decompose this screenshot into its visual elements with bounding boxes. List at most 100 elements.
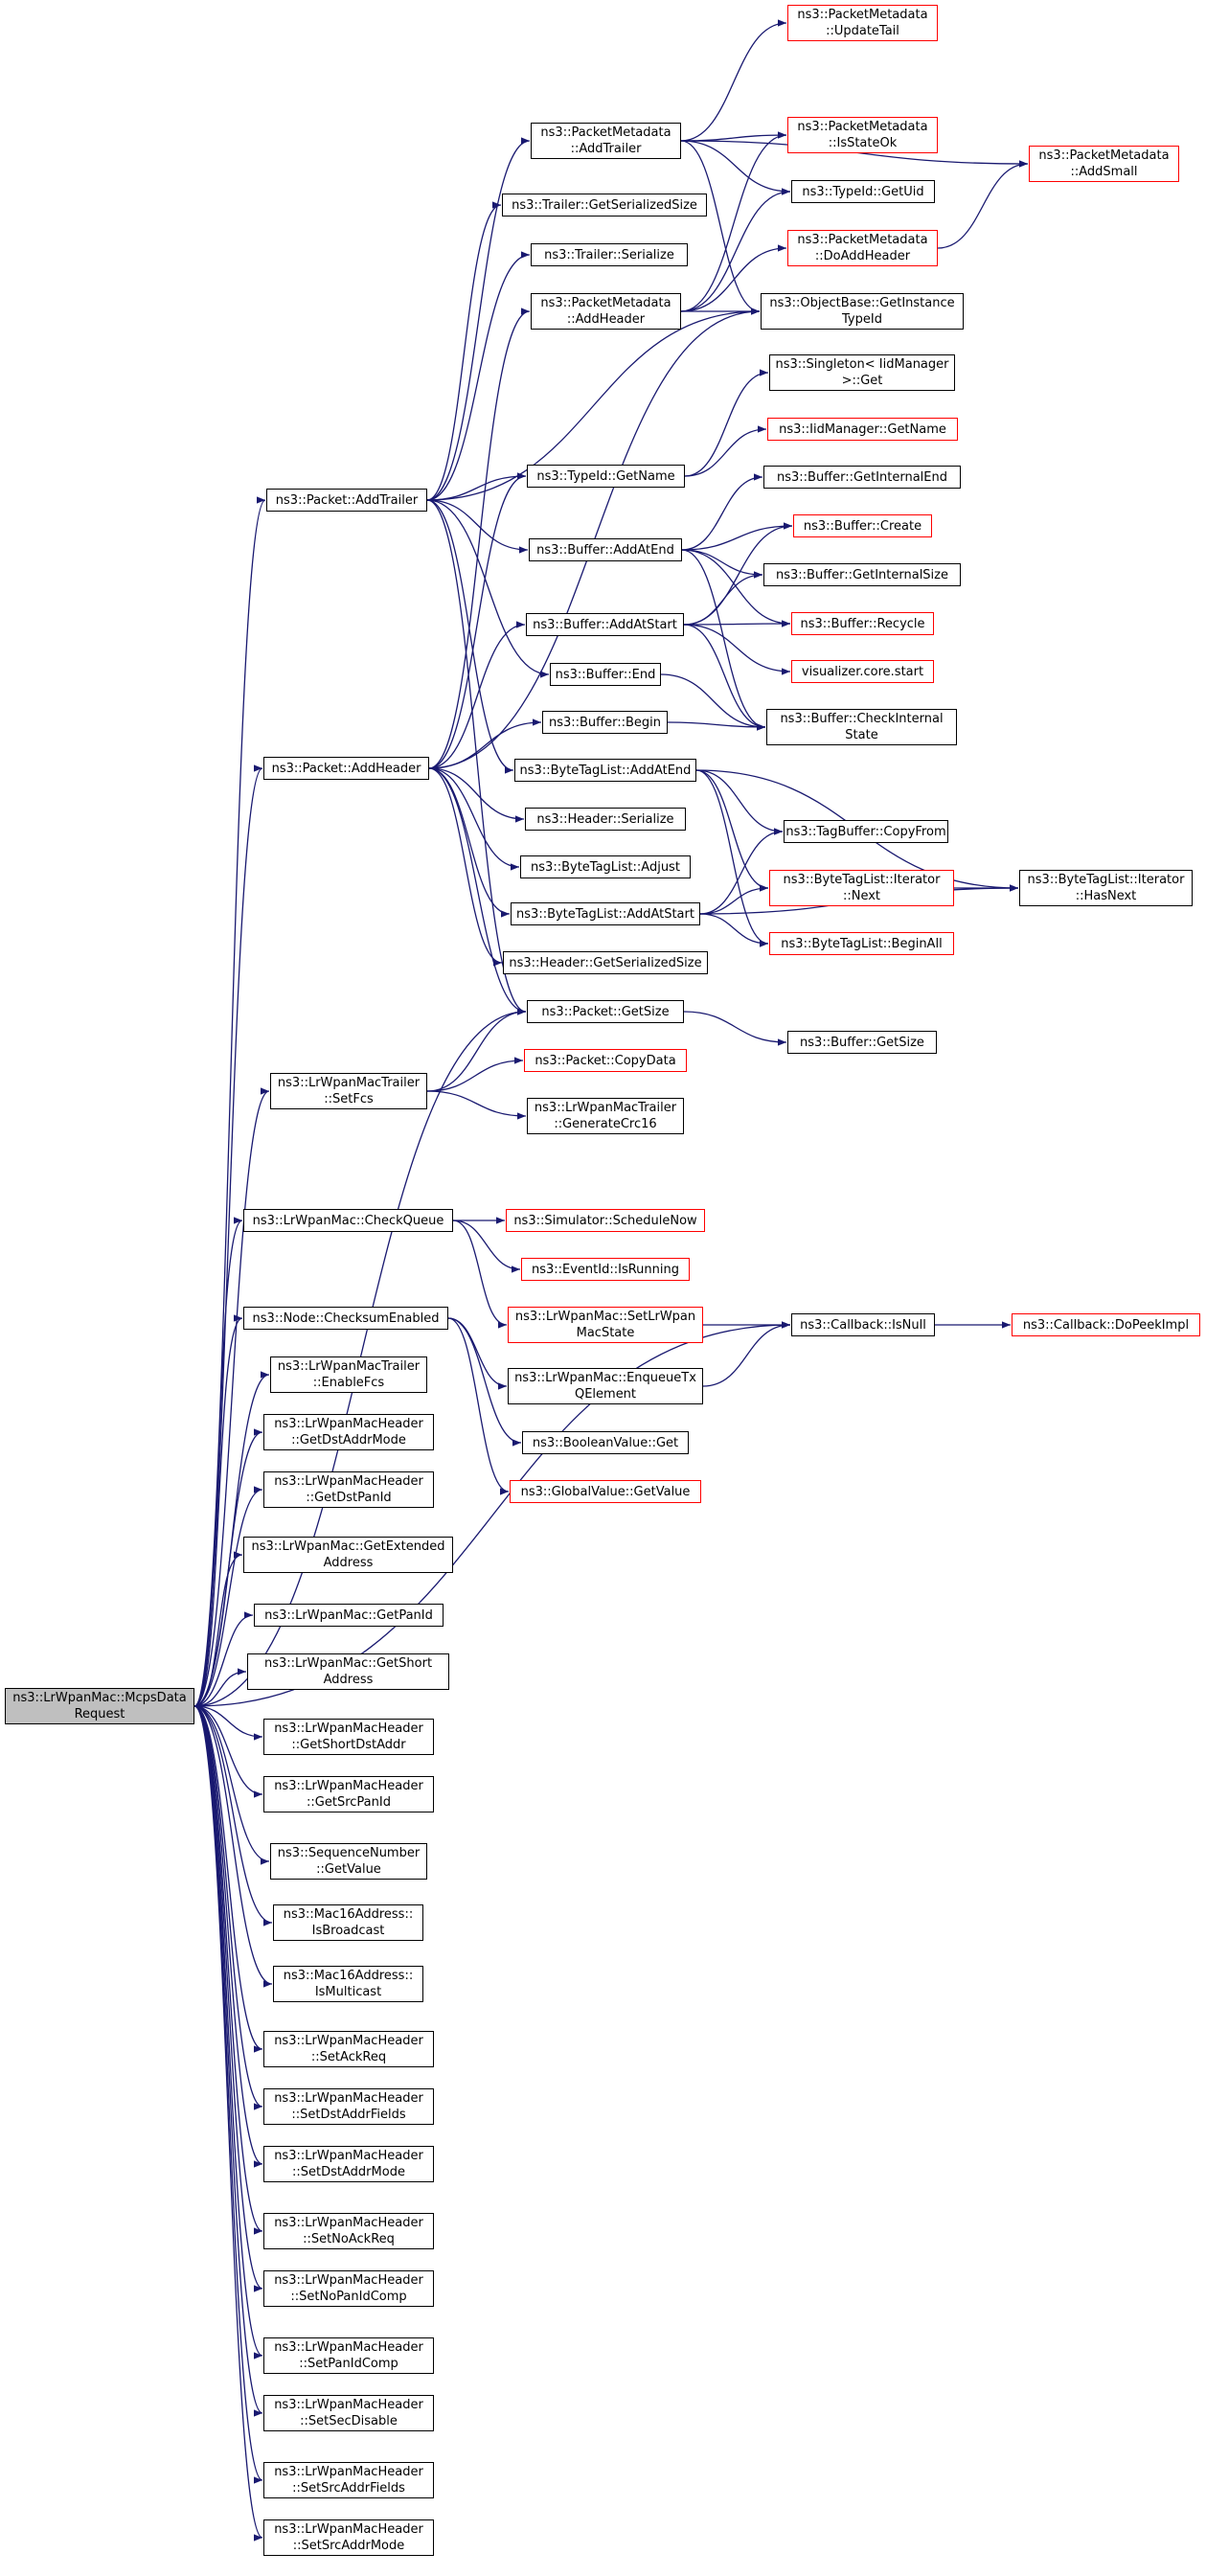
edge-pm_addtrailer-to-ob_getinstance: [680, 140, 761, 315]
node-buffer-getinternalsize[interactable]: ns3::Buffer::GetInternalSize: [763, 563, 961, 586]
node-visualizer-core-start[interactable]: visualizer.core.start: [791, 660, 934, 683]
node-buffer-addatstart[interactable]: ns3::Buffer::AddAtStart: [526, 613, 684, 636]
node-lrwpanmacheader-getdstpanid[interactable]: ns3::LrWpanMacHeader::GetDstPanId: [263, 1471, 434, 1508]
edge-buf_addatend-to-buf_recycle: [681, 549, 791, 627]
edge-packet_addheader-to-btl_adjust: [428, 767, 520, 871]
node-packet-copydata[interactable]: ns3::Packet::CopyData: [524, 1049, 687, 1072]
node-lrwpanmactrailer-enablefcs[interactable]: ns3::LrWpanMacTrailer::EnableFcs: [270, 1356, 427, 1393]
node-globalvalue-getvalue[interactable]: ns3::GlobalValue::GetValue: [510, 1480, 701, 1503]
node-pm-addsmall[interactable]: ns3::PacketMetadata::AddSmall: [1029, 146, 1179, 182]
edge-node_checksum-to-gv_getvalue: [447, 1317, 510, 1495]
node-buffer-begin[interactable]: ns3::Buffer::Begin: [542, 711, 668, 734]
node-lrwpanmacheader-setnopanidcomp[interactable]: ns3::LrWpanMacHeader::SetNoPanIdComp: [263, 2270, 434, 2307]
node-typeid-getuid[interactable]: ns3::TypeId::GetUid: [791, 180, 935, 203]
node-buffer-getinternalend[interactable]: ns3::Buffer::GetInternalEnd: [763, 466, 961, 489]
node-bytetaglist-iterator-hasnext[interactable]: ns3::ByteTagList::Iterator::HasNext: [1019, 870, 1193, 906]
node-lrwpanmacheader-setsecdisable[interactable]: ns3::LrWpanMacHeader::SetSecDisable: [263, 2395, 434, 2431]
edge-root-to-lmt_setfcs: [193, 1087, 270, 1707]
node-lrwpanmacheader-getdstaddrmode[interactable]: ns3::LrWpanMacHeader::GetDstAddrMode: [263, 1414, 434, 1450]
edge-typeid_getname-to-singleton_get: [684, 369, 769, 477]
node-eventid-isrunning[interactable]: ns3::EventId::IsRunning: [521, 1258, 690, 1281]
node-pm-isstateok[interactable]: ns3::PacketMetadata::IsStateOk: [787, 117, 938, 153]
edge-root-to-mac_getshort: [193, 1668, 247, 1707]
node-lrwpanmacheader-setsrcaddrfields[interactable]: ns3::LrWpanMacHeader::SetSrcAddrFields: [263, 2462, 434, 2498]
edge-packet_addtrailer-to-pm_addtrailer: [426, 137, 531, 501]
node-lrwpanmactrailer-setfcs[interactable]: ns3::LrWpanMacTrailer::SetFcs: [270, 1073, 427, 1109]
edge-node_checksum-to-mac_enqueue: [447, 1317, 508, 1390]
node-buffer-recycle[interactable]: ns3::Buffer::Recycle: [791, 612, 934, 635]
node-pm-addtrailer[interactable]: ns3::PacketMetadata::AddTrailer: [531, 123, 681, 159]
node-buffer-addatend[interactable]: ns3::Buffer::AddAtEnd: [529, 538, 682, 561]
node-iidmanager-getname[interactable]: ns3::IidManager::GetName: [767, 418, 958, 441]
node-packet-addtrailer[interactable]: ns3::Packet::AddTrailer: [266, 489, 427, 512]
node-buffer-create[interactable]: ns3::Buffer::Create: [793, 514, 932, 537]
node-bytetaglist-addatend[interactable]: ns3::ByteTagList::AddAtEnd: [514, 759, 696, 782]
node-sequencenumber-getvalue[interactable]: ns3::SequenceNumber::GetValue: [270, 1843, 427, 1880]
edge-pm_addtrailer-to-pm_updatetail: [680, 19, 787, 142]
node-trailer-serialize[interactable]: ns3::Trailer::Serialize: [531, 243, 688, 266]
node-pm-updatetail[interactable]: ns3::PacketMetadata::UpdateTail: [787, 5, 938, 41]
node-packet-getsize[interactable]: ns3::Packet::GetSize: [527, 1000, 684, 1023]
node-lrwpanmacheader-getshortdstaddr[interactable]: ns3::LrWpanMacHeader::GetShortDstAddr: [263, 1719, 434, 1755]
node-typeid-getname[interactable]: ns3::TypeId::GetName: [527, 465, 685, 488]
edge-root-to-lmh_setdstaddrfields: [193, 1705, 263, 2110]
node-tagbuffer-copyfrom[interactable]: ns3::TagBuffer::CopyFrom: [784, 820, 948, 843]
edge-packet_addtrailer-to-buf_addatend: [426, 499, 529, 554]
node-node-checksumenabled[interactable]: ns3::Node::ChecksumEnabled: [243, 1307, 448, 1330]
edge-packet_addtrailer-to-trailer_serialize: [426, 251, 531, 501]
node-lrwpanmacheader-getsrcpanid[interactable]: ns3::LrWpanMacHeader::GetSrcPanId: [263, 1776, 434, 1812]
node-lrwpanmacheader-setdstaddrfields[interactable]: ns3::LrWpanMacHeader::SetDstAddrFields: [263, 2088, 434, 2125]
node-mac16address-isbroadcast[interactable]: ns3::Mac16Address::IsBroadcast: [273, 1904, 423, 1941]
node-lrwpanmac-getpanid[interactable]: ns3::LrWpanMac::GetPanId: [254, 1604, 444, 1627]
node-lrwpanmacheader-setdstaddrmode[interactable]: ns3::LrWpanMacHeader::SetDstAddrMode: [263, 2146, 434, 2182]
node-bytetaglist-addatstart[interactable]: ns3::ByteTagList::AddAtStart: [511, 902, 700, 925]
node-header-getserializedsize[interactable]: ns3::Header::GetSerializedSize: [503, 951, 708, 974]
node-pm-doaddheader[interactable]: ns3::PacketMetadata::DoAddHeader: [787, 230, 938, 266]
edge-buf_end-to-buf_checkinternal: [660, 673, 766, 731]
edge-root-to-seq_getvalue: [193, 1705, 270, 1865]
edge-buf_addatstart-to-buf_checkinternal: [683, 624, 766, 731]
node-lrwpanmacheader-setnoackreq[interactable]: ns3::LrWpanMacHeader::SetNoAckReq: [263, 2213, 434, 2249]
node-bytetaglist-adjust[interactable]: ns3::ByteTagList::Adjust: [520, 855, 691, 878]
edge-root-to-lmh_getsrcpanid: [193, 1705, 263, 1798]
node-callback-dopeekimpl[interactable]: ns3::Callback::DoPeekImpl: [1012, 1313, 1200, 1336]
node-lrwpanmacheader-setackreq[interactable]: ns3::LrWpanMacHeader::SetAckReq: [263, 2031, 434, 2067]
node-trailer-getserializedsize[interactable]: ns3::Trailer::GetSerializedSize: [502, 194, 707, 217]
node-lrwpanmacheader-setsrcaddrmode[interactable]: ns3::LrWpanMacHeader::SetSrcAddrMode: [263, 2519, 434, 2556]
node-simulator-schedulenow[interactable]: ns3::Simulator::ScheduleNow: [506, 1209, 705, 1232]
node-bytetaglist-beginall[interactable]: ns3::ByteTagList::BeginAll: [769, 932, 954, 955]
edge-packet_addheader-to-typeid_getname: [428, 472, 527, 769]
edge-pm_addheader-to-pm_doaddheader: [680, 244, 787, 312]
edge-root-to-mac_getextended: [193, 1551, 243, 1707]
node-header-serialize[interactable]: ns3::Header::Serialize: [525, 808, 686, 831]
edge-root-to-packet_addheader: [193, 764, 263, 1707]
node-packet-addheader[interactable]: ns3::Packet::AddHeader: [263, 757, 429, 780]
node-buffer-end[interactable]: ns3::Buffer::End: [550, 663, 661, 686]
node-pm-addheader[interactable]: ns3::PacketMetadata::AddHeader: [531, 293, 681, 330]
node-lrwpanmac-checkqueue[interactable]: ns3::LrWpanMac::CheckQueue: [243, 1209, 453, 1232]
edge-buf_addatend-to-buf_checkinternal: [681, 549, 766, 731]
edge-packet_addtrailer-to-btl_addatend: [426, 499, 514, 774]
node-singleton-get[interactable]: ns3::Singleton< IidManager>::Get: [769, 354, 955, 391]
node-buffer-getsize[interactable]: ns3::Buffer::GetSize: [787, 1031, 937, 1054]
edge-lmt_setfcs-to-lmt_gencrc16: [426, 1090, 527, 1120]
edge-lmt_setfcs-to-packet_getsize: [426, 1008, 527, 1092]
node-mac16address-ismulticast[interactable]: ns3::Mac16Address::IsMulticast: [273, 1966, 423, 2002]
edge-packet_addheader-to-packet_getsize: [428, 767, 527, 1015]
node-lrwpanmactrailer-generatecrc16[interactable]: ns3::LrWpanMacTrailer::GenerateCrc16: [527, 1098, 684, 1134]
node-booleanvalue-get[interactable]: ns3::BooleanValue::Get: [522, 1431, 689, 1454]
edge-btl_addatend-to-btl_beginall: [695, 769, 769, 947]
node-bytetaglist-iterator-next[interactable]: ns3::ByteTagList::Iterator::Next: [769, 870, 954, 906]
edge-pm_doaddheader-to-pm_addsmall: [937, 160, 1029, 249]
node-callback-isnull[interactable]: ns3::Callback::IsNull: [791, 1313, 935, 1336]
edge-packet_addtrailer-to-buf_end: [426, 499, 550, 678]
node-lrwpanmacheader-setpanidcomp[interactable]: ns3::LrWpanMacHeader::SetPanIdComp: [263, 2337, 434, 2374]
